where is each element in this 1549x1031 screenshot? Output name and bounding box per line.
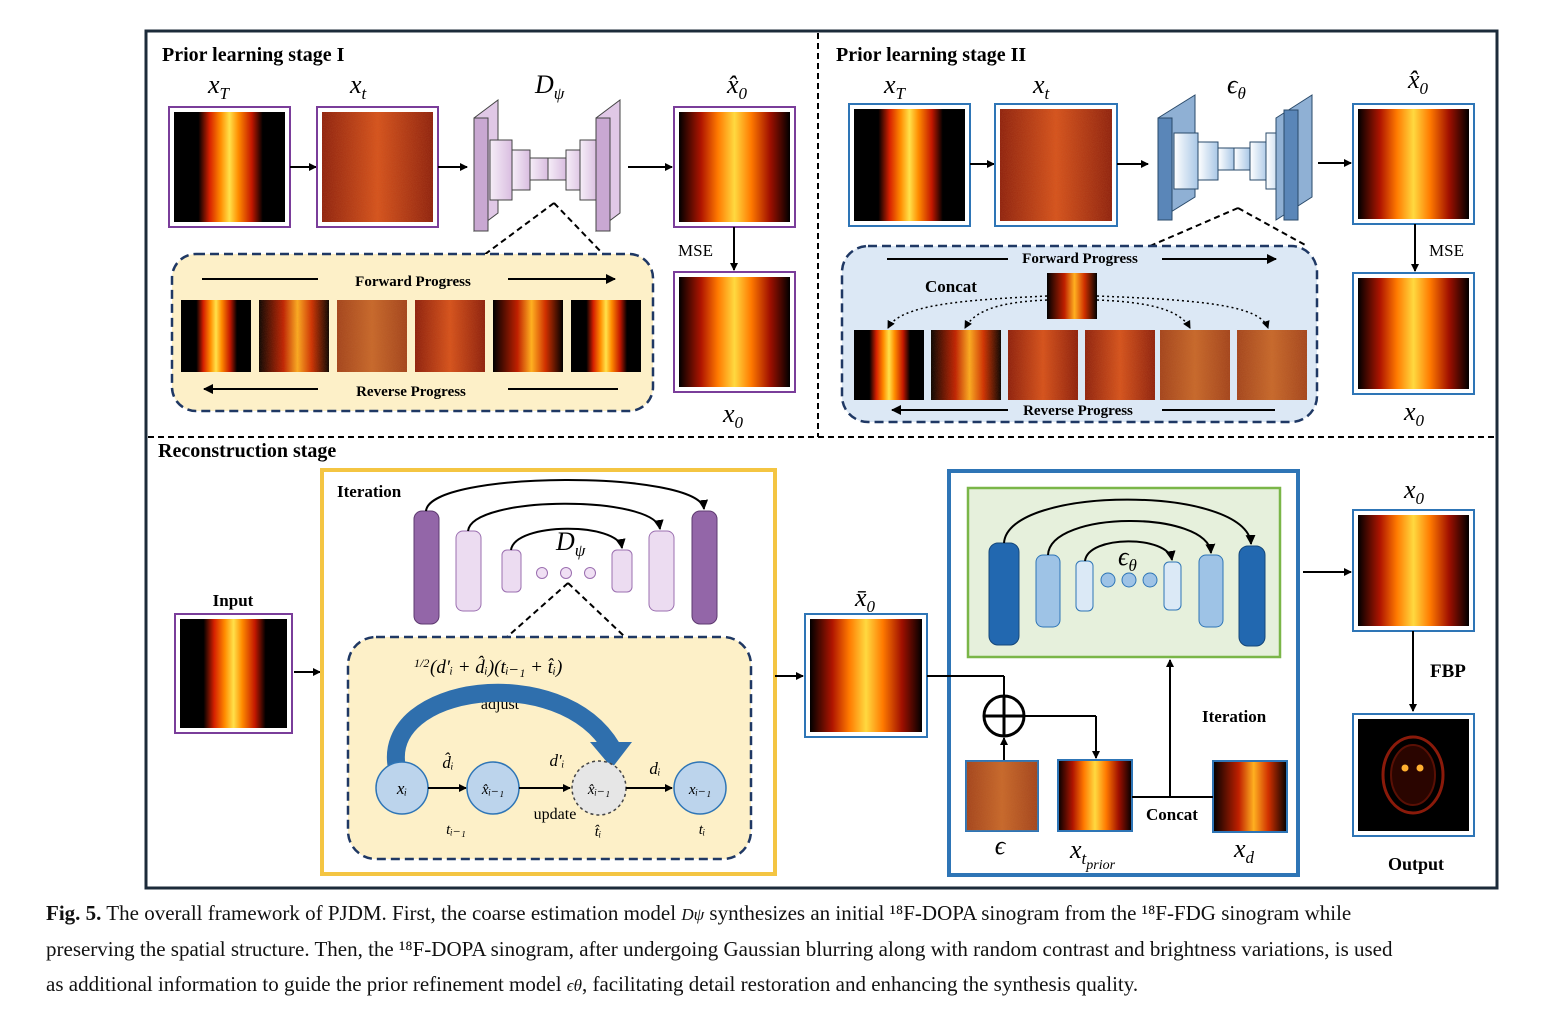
- recon-xbar0-label: x̄0: [854, 583, 876, 616]
- svg-text:xᵢ₋₁: xᵢ₋₁: [688, 782, 711, 798]
- caption-fig-number: Fig. 5.: [46, 901, 102, 925]
- stage2-group: xT xt ϵθ x̂0 MSE x0: [840, 65, 1475, 430]
- recon-iteration-right-label: Iteration: [1202, 707, 1267, 726]
- recon-update-label: update: [534, 806, 577, 823]
- stage2-xT-sinogram: [854, 109, 965, 221]
- stage2-x0-sinogram: [1358, 278, 1469, 389]
- pjdm-framework-figure: Prior learning stage I Prior learning st…: [144, 29, 1499, 890]
- stage1-x0hat-sinogram: [679, 112, 790, 222]
- stage1-label-xt: xt: [349, 70, 368, 103]
- figure-caption: Fig. 5. The overall framework of PJDM. F…: [46, 896, 1546, 1003]
- stage2-model-label: ϵθ: [1227, 70, 1246, 103]
- stage1-label-x0: x0: [722, 399, 744, 432]
- stage2-x0hat-sinogram: [1358, 109, 1469, 219]
- stage2-mse-label: MSE: [1429, 241, 1464, 260]
- recon-xd-image: [1212, 760, 1288, 833]
- stage2-progress-images: [854, 330, 1307, 400]
- stage2-label-xT: xT: [883, 70, 907, 103]
- recon-formula-frac: 1/2: [414, 656, 429, 670]
- recon-left-unet: [413, 479, 718, 625]
- stage2-concat-condition-image: [1047, 273, 1097, 319]
- recon-right-unet: [988, 498, 1266, 647]
- stage1-unet-icon: [473, 99, 621, 232]
- caption-line-1: Fig. 5. The overall framework of PJDM. F…: [46, 901, 1352, 925]
- caption-line-3: as additional information to guide the p…: [46, 972, 1139, 996]
- caption-line-2: preserving the spatial structure. Then, …: [46, 937, 1393, 961]
- stage1-progress-images: [181, 300, 641, 372]
- recon-edge-d: dᵢ: [649, 759, 660, 778]
- stage1-label-xT: xT: [207, 70, 231, 103]
- recon-edge-dhat: d̂ᵢ: [442, 753, 453, 772]
- stage1-mse-label: MSE: [678, 241, 713, 260]
- stage2-reverse-label: Reverse Progress: [1023, 403, 1133, 419]
- recon-concat-label: Concat: [1146, 805, 1198, 824]
- recon-node-xi-prev: [673, 761, 727, 815]
- recon-output-label: Output: [1388, 854, 1444, 874]
- stage1-group: xT xt Dψ x̂0 MSE: [168, 70, 796, 432]
- recon-model-right-label: ϵθ: [1118, 542, 1137, 575]
- recon-iteration-left-label: Iteration: [337, 482, 402, 501]
- recon-group: Input Iteration Dψ 1/2 (d′ᵢ + d̂ᵢ)(tᵢ₋₁ …: [174, 468, 1475, 877]
- svg-text:x̂ᵢ₋₁: x̂ᵢ₋₁: [481, 782, 504, 798]
- recon-input-label: Input: [213, 591, 254, 610]
- recon-t-prev: tᵢ₋₁: [446, 822, 466, 838]
- svg-text:xᵢ: xᵢ: [396, 779, 407, 798]
- stage1-forward-label: Forward Progress: [355, 274, 471, 290]
- recon-xd-label: xd: [1233, 834, 1255, 867]
- stage2-unet-icon: [1157, 94, 1313, 221]
- svg-text:x̂ᵢ₋₁: x̂ᵢ₋₁: [587, 782, 610, 798]
- recon-xbar0-sinogram: [810, 619, 922, 732]
- recon-edge-dprime: d′ᵢ: [550, 751, 565, 770]
- stage2-concat-label: Concat: [925, 277, 977, 296]
- stage2-label-x0hat: x̂0: [1407, 65, 1429, 98]
- recon-input-sinogram: [180, 619, 287, 728]
- stage2-forward-label: Forward Progress: [1022, 251, 1138, 267]
- stage1-xT-sinogram: [174, 112, 285, 222]
- recon-adjust-arrow: [386, 683, 620, 770]
- outer-frame: [144, 29, 1499, 890]
- recon-model-left-label: Dψ: [555, 527, 586, 560]
- recon-title: Reconstruction stage: [158, 440, 336, 462]
- stage2-title: Prior learning stage II: [836, 44, 1026, 66]
- recon-formula: (d′ᵢ + d̂ᵢ)(tᵢ₋₁ + t̂ᵢ): [430, 656, 562, 678]
- stage1-title: Prior learning stage I: [162, 44, 345, 66]
- recon-t-hat: t̂ᵢ: [595, 824, 602, 840]
- recon-xtprior-image: [1057, 759, 1133, 832]
- recon-t-i: tᵢ: [699, 822, 706, 838]
- stage2-label-xt: xt: [1032, 70, 1051, 103]
- recon-xtprior-label: xtprior: [1069, 835, 1116, 873]
- recon-x0-sinogram: [1358, 515, 1469, 626]
- stage1-x0-sinogram: [679, 277, 790, 387]
- recon-eps-label: ϵ: [995, 831, 1007, 860]
- recon-fbp-label: FBP: [1430, 661, 1466, 682]
- stage1-label-x0hat: x̂0: [726, 70, 748, 103]
- stage2-label-x0: x0: [1403, 397, 1425, 430]
- stage1-model-label: Dψ: [534, 70, 565, 103]
- recon-x0-label: x0: [1403, 475, 1425, 508]
- stage1-reverse-label: Reverse Progress: [356, 384, 466, 400]
